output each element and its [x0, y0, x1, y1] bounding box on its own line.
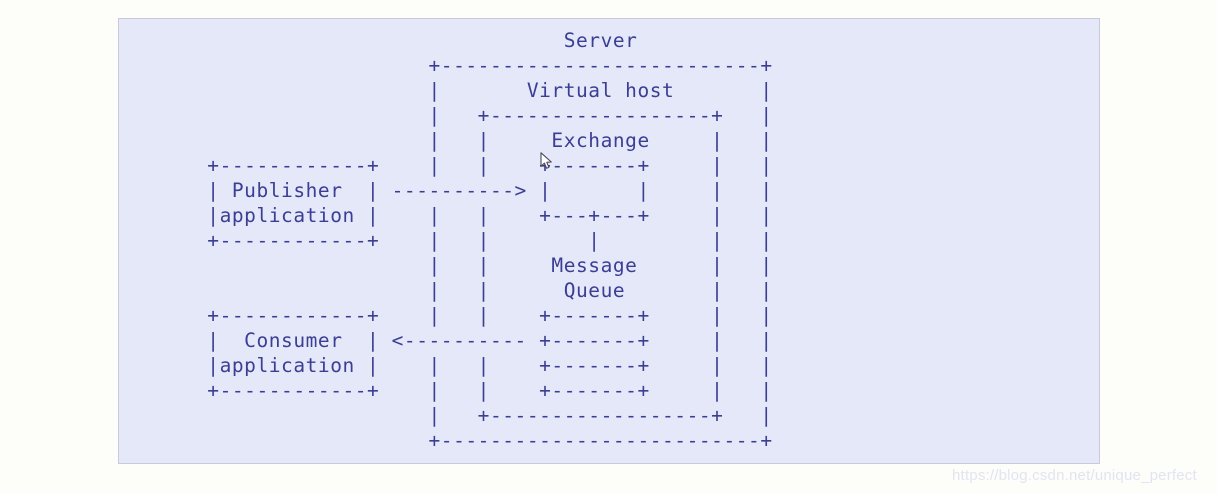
ascii-diagram: Server +--------------------------+ | Vi… [207, 29, 773, 452]
diagram-panel: Server +--------------------------+ | Vi… [118, 18, 1100, 464]
csdn-watermark: https://blog.csdn.net/unique_perfect [952, 467, 1197, 484]
